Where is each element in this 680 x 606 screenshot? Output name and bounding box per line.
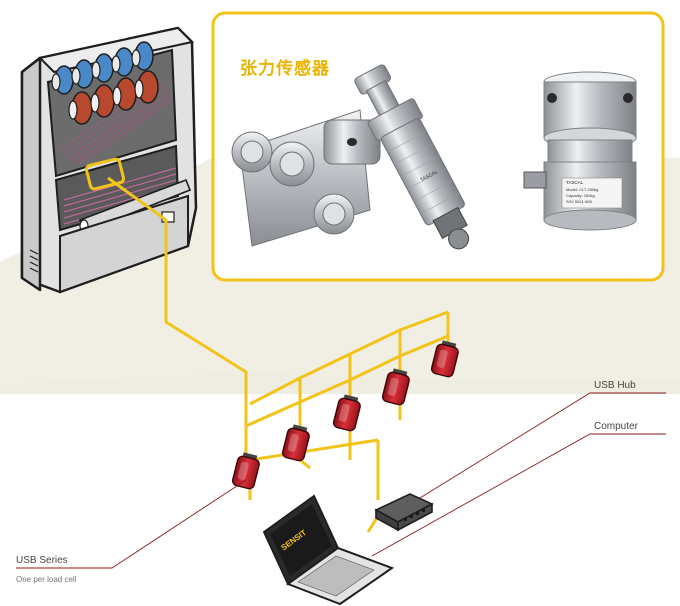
sensor-3-brand: TASCAL <box>566 180 584 185</box>
sensor-block: TASCAL Model: CLT-250kg Capacity: 250kg … <box>523 71 637 231</box>
red-spools <box>68 70 159 125</box>
sensor-highlight-box <box>84 157 126 191</box>
usb-dongle-2 <box>280 422 312 463</box>
sensor-3-line-2: Capacity: 250kg <box>566 193 595 198</box>
sensor-cylinder: TASCAL <box>354 64 470 250</box>
blue-spools <box>51 41 154 95</box>
laptop: SENSIT <box>262 494 395 606</box>
label-usb-series: USB Series <box>16 555 68 566</box>
leader-lines <box>16 392 666 569</box>
label-computer: Computer <box>594 421 638 432</box>
label-usb-hub: USB Hub <box>594 380 636 391</box>
usb-hub <box>374 493 434 532</box>
label-usb-series-note: One per load cell <box>16 575 77 584</box>
winding-machine <box>20 26 198 294</box>
sensor-3-line-3: S/N: 5021·865 <box>566 199 593 204</box>
panel-title: 张力传感器 <box>240 59 330 79</box>
sensor-3-line-1: Model: CLT-250kg <box>566 187 598 192</box>
sensor-plate-mount <box>231 109 381 247</box>
usb-dongle-1 <box>230 450 262 491</box>
